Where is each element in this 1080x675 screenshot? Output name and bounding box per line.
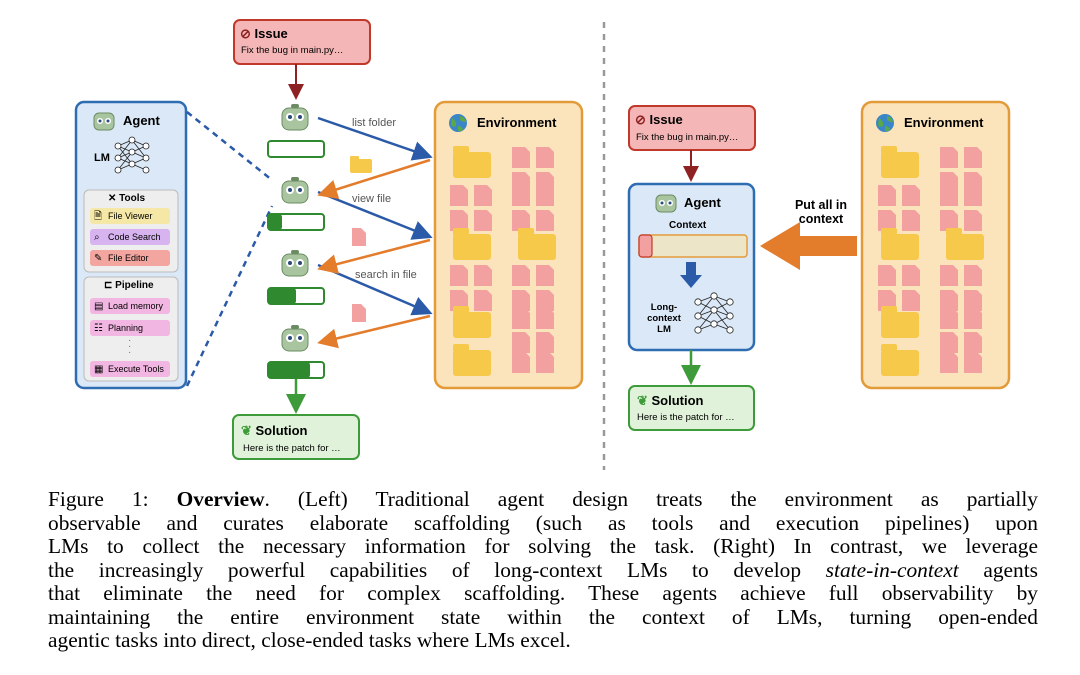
pipeline-load-memory: ▤Load memory	[90, 298, 170, 314]
folder-icon	[350, 156, 372, 173]
caption-line: Figure 1: Overview. (Left) Traditional a…	[48, 487, 1038, 511]
context-window	[638, 234, 748, 258]
context-label: Context	[669, 220, 707, 231]
context-bar	[267, 361, 325, 379]
left-solution-box	[232, 414, 360, 460]
context-bar	[267, 287, 325, 305]
observation-arrow	[317, 314, 431, 349]
file-icon	[352, 228, 366, 246]
globe-icon	[449, 114, 467, 132]
globe-icon	[876, 114, 894, 132]
right-agent-robot-icon	[655, 194, 677, 213]
pipeline-execute-tools: ▦Execute Tools	[90, 361, 170, 377]
pipeline-ellipsis: ···	[128, 335, 132, 358]
left-solution-text: Here is the patch for …	[243, 443, 341, 454]
long-context-neural-network-icon	[694, 292, 734, 334]
context-bar	[267, 213, 325, 231]
left-lm-label: LM	[94, 152, 110, 164]
caption-line: agentic tasks into direct, close-ended t…	[48, 628, 571, 652]
right-environment-title: Environment	[904, 115, 984, 130]
left-issue-text: Fix the bug in main.py…	[241, 45, 344, 56]
caption-line: maintaining the entire environment state…	[48, 604, 1038, 629]
environment-files	[450, 146, 556, 376]
left-issue-box	[233, 19, 371, 65]
tool-file-editor: ✎File Editor	[90, 250, 170, 266]
neural-network-icon	[114, 136, 150, 174]
caption-line: that eliminate the need for complex scaf…	[48, 581, 1038, 605]
observation-arrow	[317, 238, 431, 274]
robot-icon	[281, 104, 309, 131]
pipeline-planning: ☷Planning	[90, 320, 170, 336]
right-solution-title: ❦ Solution	[637, 393, 704, 408]
caption-bold-term: Overview	[176, 487, 265, 511]
memory-icon: ▤	[94, 301, 104, 312]
robot-icon	[281, 325, 309, 352]
observation-arrow	[317, 158, 431, 200]
tool-file-viewer: 🗎File Viewer	[90, 208, 170, 224]
file-icon	[352, 304, 366, 322]
file-viewer-icon: 🗎	[94, 211, 103, 222]
right-environment-files	[878, 146, 984, 376]
left-issue-title: ⊘ Issue	[240, 26, 288, 41]
caption-line: LMs to collect the necessary information…	[48, 534, 1038, 558]
action-label-view-file: view file	[352, 193, 392, 205]
caption-line: the increasingly powerful capabilities o…	[48, 557, 1038, 582]
zoom-line-top	[186, 111, 273, 181]
put-all-in-context-label: Put all in context	[794, 198, 848, 226]
search-icon: ⌕	[94, 232, 100, 243]
pipeline-icon: ⊏	[104, 280, 116, 291]
right-solution-text: Here is the patch for …	[637, 412, 735, 423]
robot-icon	[281, 250, 309, 277]
zoom-line-bottom	[185, 205, 274, 387]
context-issue-segment	[638, 234, 653, 258]
action-arrow	[317, 190, 433, 240]
left-environment-title: Environment	[477, 115, 557, 130]
action-label-list-folder: list folder	[352, 117, 397, 129]
pipeline-title: ⊏ Pipeline	[104, 280, 154, 291]
right-issue-title: ⊘ Issue	[635, 112, 683, 127]
right-agent-title: Agent	[684, 195, 721, 210]
caption-italic-term: state-in-context	[825, 557, 959, 582]
left-agent-title: Agent	[123, 113, 160, 128]
issue-icon: ⊘	[240, 26, 255, 41]
figure-caption: Figure 1: Overview. (Left) Traditional a…	[48, 487, 1038, 653]
agent-robot-icon	[93, 112, 115, 131]
right-solution-box	[628, 385, 755, 431]
tools-title: ✕ Tools	[108, 193, 146, 204]
planning-icon: ☷	[94, 323, 103, 334]
robot-icon	[281, 177, 309, 204]
long-context-lm-label: Long-context LM	[647, 302, 681, 335]
caption-line: observable and curates elaborate scaffol…	[48, 510, 1038, 535]
file-editor-icon: ✎	[94, 253, 103, 264]
action-label-search-in-file: search in file	[355, 269, 417, 281]
tool-code-search: ⌕Code Search	[90, 229, 170, 245]
solution-icon: ❦	[637, 393, 652, 408]
overview-diagram	[74, 19, 1011, 470]
execute-icon: ▦	[94, 364, 104, 375]
solution-icon: ❦	[241, 423, 256, 438]
action-arrow	[317, 116, 433, 161]
left-solution-title: ❦ Solution	[241, 423, 308, 438]
right-issue-text: Fix the bug in main.py…	[636, 132, 739, 143]
down-arrow-icon	[680, 262, 702, 288]
tools-icon: ✕	[108, 193, 120, 204]
put-all-in-context-arrow	[760, 222, 857, 270]
context-bar	[267, 140, 325, 158]
issue-icon: ⊘	[635, 112, 650, 127]
